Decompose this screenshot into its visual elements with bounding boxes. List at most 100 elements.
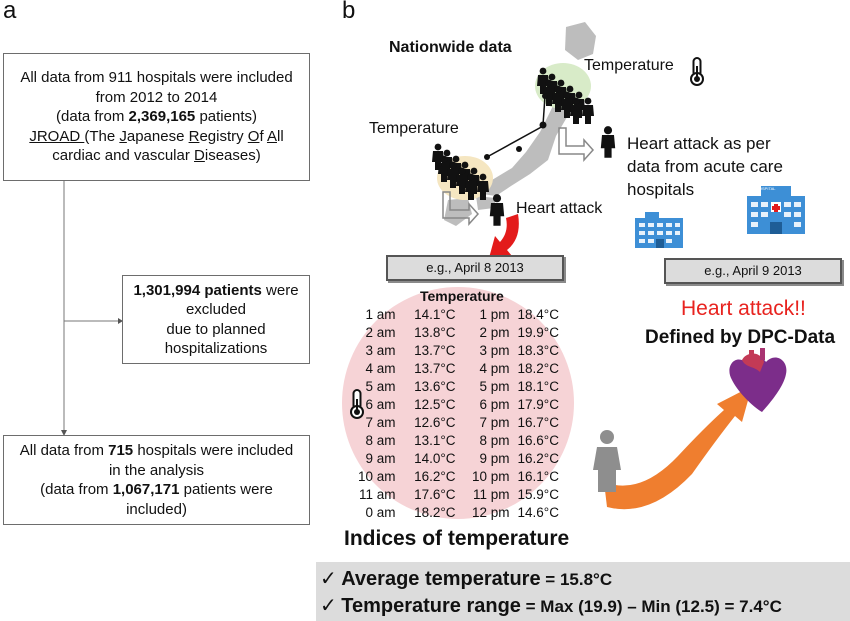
person-icon-north [600, 126, 616, 158]
heart-attack-label: Heart attack [516, 200, 603, 217]
hospital-icon-right [747, 186, 805, 234]
box1-line2: from 2012 to 2014 [95, 88, 218, 106]
box3-line4: included) [126, 500, 187, 518]
heart-attack-per-label: Heart attack as per data from acute care… [627, 134, 783, 199]
check-icon: ✓ [320, 595, 337, 617]
flow-box-all-hospitals: All data from 911 hospitals were include… [3, 53, 310, 181]
temperature-row: 0 am 18.2°C 12 pm 14.6°C [358, 503, 568, 521]
pm-time: 5 pm [479, 378, 510, 394]
pm-temp: 15.9°C [517, 486, 559, 502]
am-time: 1 am [365, 306, 396, 322]
pm-temp: 14.6°C [517, 504, 559, 520]
temperature-highlight-circle [342, 287, 574, 519]
temperature-row: 9 am 14.0°C 9 pm 16.2°C [358, 449, 568, 467]
hospital-icon-left [635, 212, 683, 248]
patient-icon [593, 430, 621, 492]
panel-a-letter: a [3, 0, 17, 24]
flow-box-excluded: 1,301,994 patients were excluded due to … [122, 275, 310, 364]
date-box-day2: e.g., April 9 2013 [664, 258, 842, 284]
am-time: 4 am [365, 360, 396, 376]
am-temp: 13.7°C [414, 360, 456, 376]
pm-temp: 18.4°C [517, 306, 559, 322]
temperature-range-row: ✓ Temperature range = Max (19.9) – Min (… [320, 595, 782, 617]
indices-panel: ✓ Average temperature = 15.8°C ✓ Tempera… [316, 562, 850, 621]
pm-temp: 18.1°C [517, 378, 559, 394]
temperature-row: 5 am 13.6°C 5 pm 18.1°C [358, 377, 568, 395]
box3-line3: (data from 1,067,171 patients were [40, 481, 273, 498]
pm-temp: 16.7°C [517, 414, 559, 430]
am-temp: 14.0°C [414, 450, 456, 466]
am-time: 6 am [365, 396, 396, 412]
pm-temp: 16.2°C [517, 450, 559, 466]
panel-b-letter: b [342, 0, 356, 24]
pm-time: 7 pm [479, 414, 510, 430]
am-time: 9 am [365, 450, 396, 466]
box1-line1: All data from 911 hospitals were include… [20, 69, 293, 87]
am-time: 3 am [365, 342, 396, 358]
heart-icon [729, 348, 787, 412]
arrow-icon-west [442, 191, 480, 226]
orange-arrow-icon [604, 386, 752, 510]
pm-temp: 18.3°C [517, 342, 559, 358]
box1-line4: JROAD (The Japanese Registry Of All [29, 127, 284, 145]
am-time: 5 am [365, 378, 396, 394]
temperature-row: 3 am 13.7°C 3 pm 18.3°C [358, 341, 568, 359]
thermometer-icon-north [690, 57, 704, 86]
am-temp: 14.1°C [414, 306, 456, 322]
am-time: 7 am [365, 414, 396, 430]
pm-time: 12 pm [472, 504, 510, 520]
pm-time: 11 pm [473, 486, 510, 502]
box2-line2: excluded [185, 301, 247, 318]
box3-line2: in the analysis [108, 461, 205, 479]
red-arrow-icon [489, 214, 519, 258]
temperature-label-north: Temperature [584, 57, 674, 74]
flow-box-analysis: All data from 715 hospitals were include… [3, 435, 310, 525]
hospital-sign: HOSPITAL [756, 186, 776, 191]
defined-by-label: Defined by DPC-Data [645, 327, 836, 348]
am-temp: 12.5°C [414, 396, 456, 412]
arrow-icon-north [558, 127, 595, 162]
pm-temp: 17.9°C [517, 396, 559, 412]
indices-title: Indices of temperature [344, 527, 570, 550]
pm-temp: 16.6°C [517, 432, 559, 448]
temperature-row: 6 am 12.5°C 6 pm 17.9°C [358, 395, 568, 413]
check-icon: ✓ [320, 568, 337, 590]
pm-time: 8 pm [479, 432, 510, 448]
am-temp: 18.2°C [414, 504, 456, 520]
box2-line1: 1,301,994 patients were [133, 281, 299, 299]
am-temp: 13.7°C [414, 342, 456, 358]
heart-attack-title: Heart attack!! [681, 297, 806, 320]
am-time: 0 am [365, 504, 396, 520]
pm-time: 9 pm [479, 450, 510, 466]
am-temp: 17.6°C [414, 486, 456, 502]
am-temp: 13.6°C [414, 378, 456, 394]
temperature-label-west: Temperature [369, 120, 459, 137]
box2-line3: due to planned [166, 320, 266, 338]
pm-temp: 18.2°C [517, 360, 559, 376]
pm-temp: 19.9°C [517, 324, 559, 340]
temperature-row: 1 am 14.1°C 1 pm 18.4°C [358, 305, 568, 323]
am-time: 2 am [365, 324, 396, 340]
pm-time: 10 pm [472, 468, 510, 484]
am-time: 8 am [365, 432, 396, 448]
average-temperature-row: ✓ Average temperature = 15.8°C [320, 568, 613, 590]
temperature-table-header: Temperature [420, 288, 504, 304]
pm-time: 1 pm [479, 306, 510, 322]
box1-line5: cardiac and vascular Diseases) [52, 147, 261, 165]
nationwide-data-label: Nationwide data [389, 39, 512, 56]
temperature-row: 11 am 17.6°C 11 pm 15.9°C [358, 485, 568, 503]
am-time: 11 am [359, 486, 396, 502]
pm-time: 6 pm [479, 396, 510, 412]
am-temp: 13.8°C [414, 324, 456, 340]
am-temp: 12.6°C [414, 414, 456, 430]
pm-time: 3 pm [479, 342, 510, 358]
date-box-day1: e.g., April 8 2013 [386, 255, 564, 281]
thermometer-icon-circle [350, 389, 364, 419]
